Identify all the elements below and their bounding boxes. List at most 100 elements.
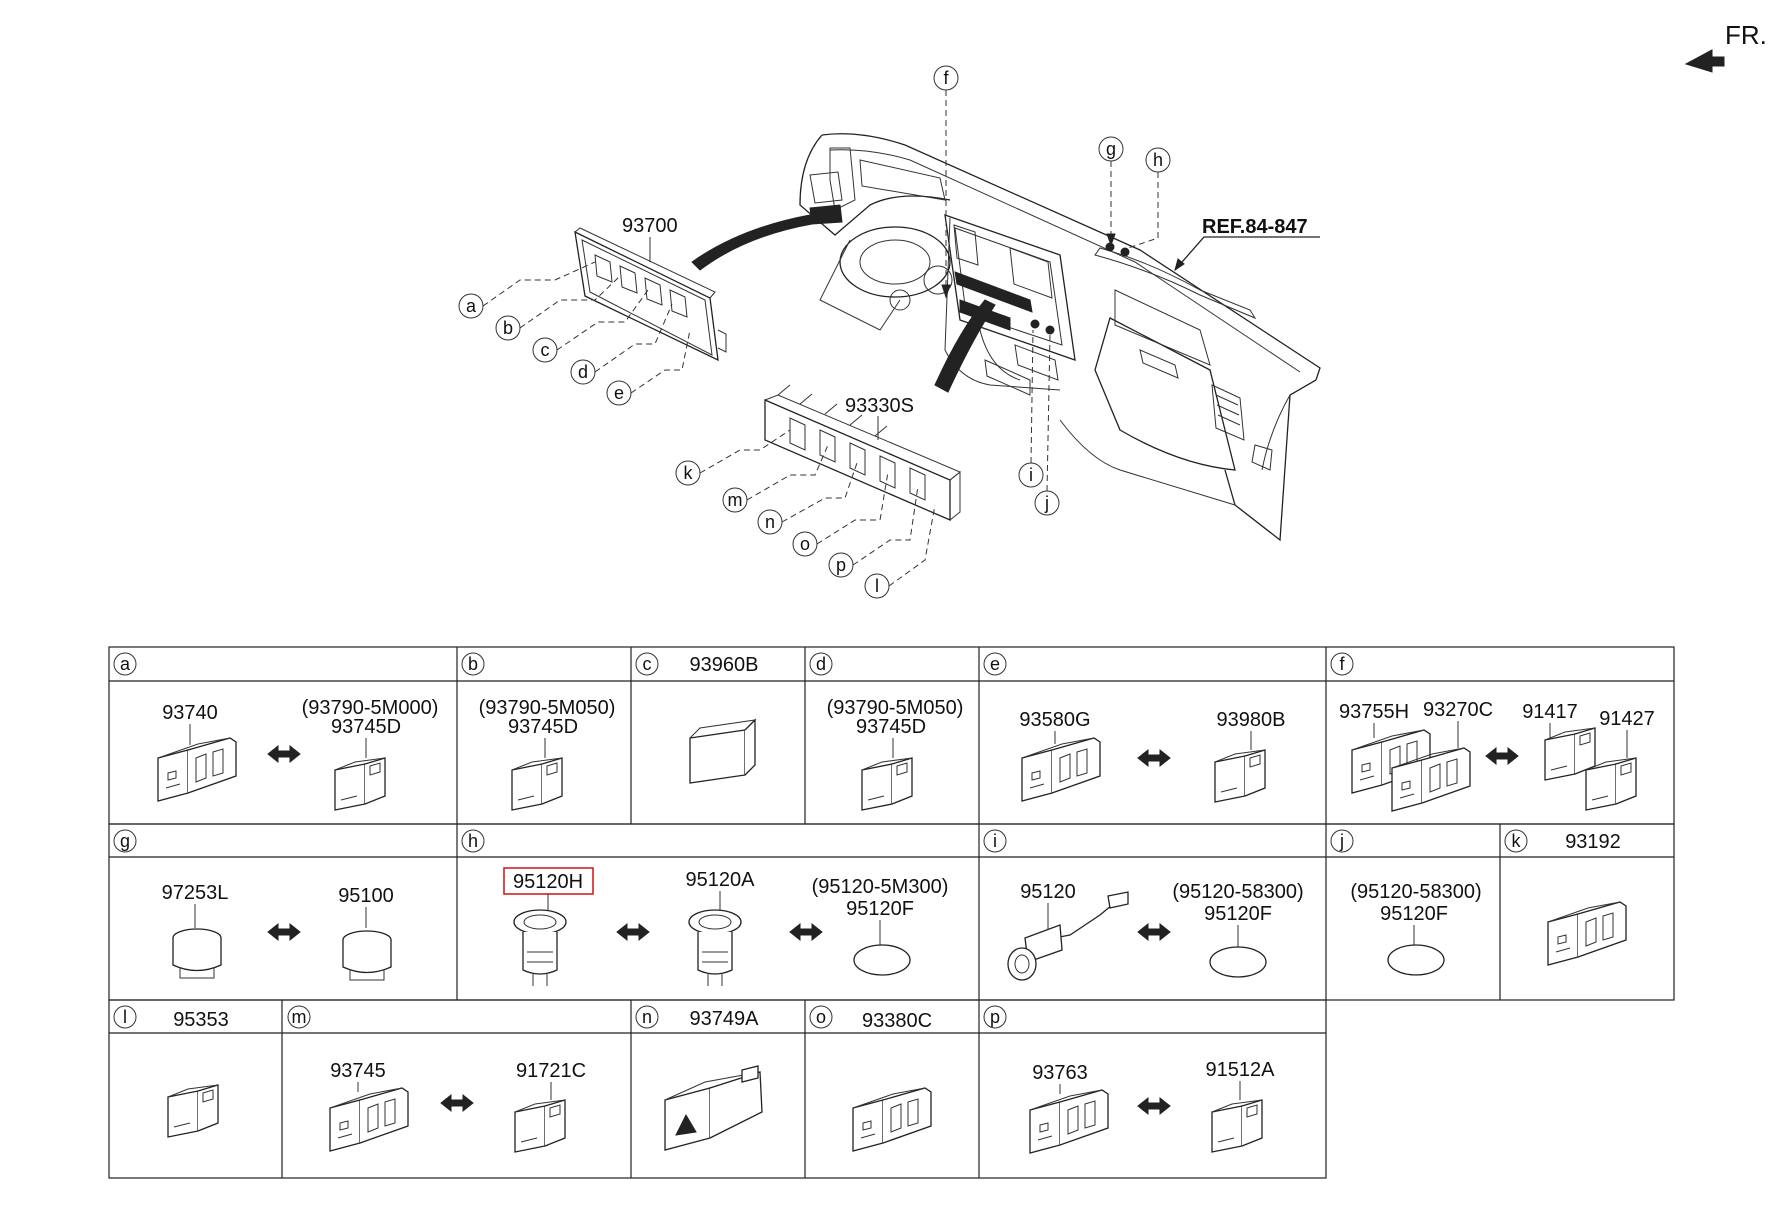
- callout-g: g: [1106, 139, 1116, 159]
- cell-h: h 95120H 95120A (95120-5M300) 95120F: [461, 829, 949, 987]
- front-direction-indicator: FR.: [1684, 20, 1767, 73]
- cell-letter: o: [816, 1007, 826, 1027]
- part-number: 93270C: [1423, 699, 1493, 721]
- switch-panel-93700: 93700: [574, 215, 727, 362]
- cell-letter: d: [816, 654, 826, 674]
- part-number: 93192: [1565, 831, 1621, 853]
- part-number: 97253L: [162, 882, 229, 904]
- parts-table-grid: [108, 646, 1675, 1179]
- callout-j: j: [1044, 493, 1049, 513]
- part-number: 93960B: [690, 654, 759, 676]
- pointer-arrow-lower: [934, 299, 996, 393]
- cell-i: i 95120 (95120-58300) 95120F: [983, 829, 1304, 981]
- part-number: 93740: [162, 702, 218, 724]
- interchange-arrow-icon: [440, 1093, 474, 1113]
- cell-n: n 93749A: [635, 1005, 763, 1151]
- part-number: 95353: [173, 1009, 229, 1031]
- cell-letter: f: [1339, 654, 1345, 674]
- cell-l: l 95353: [113, 1005, 229, 1138]
- callout-b: b: [503, 318, 513, 338]
- callouts-upper: a b c d e: [458, 261, 691, 406]
- cell-k: k 93192: [1504, 829, 1627, 966]
- cell-d: d (93790-5M050) 93745D: [809, 652, 964, 811]
- callout-k: k: [684, 463, 694, 483]
- part-number-highlighted: 95120H: [513, 871, 583, 893]
- interchange-arrow-icon: [267, 744, 301, 764]
- interchange-arrow-icon: [267, 922, 301, 942]
- cell-letter: g: [120, 831, 130, 851]
- switch-panel-93330S: 93330S: [764, 384, 961, 521]
- callout-h: h: [1153, 150, 1163, 170]
- part-number: 93745D: [856, 716, 926, 738]
- cell-g: g 97253L 95100: [113, 829, 394, 981]
- part-number: (93790-5M050): [479, 697, 616, 719]
- part-number: 91721C: [516, 1060, 586, 1082]
- callout-d: d: [578, 362, 588, 382]
- cell-e: e 93580G 93980B: [983, 652, 1286, 803]
- cell-j: j (95120-58300) 95120F: [1330, 829, 1482, 976]
- cell-letter: n: [642, 1007, 652, 1027]
- part-number: (95120-58300): [1350, 881, 1481, 903]
- cell-letter: p: [990, 1007, 1000, 1027]
- cell-letter: i: [993, 831, 997, 851]
- part-number: 95120F: [1380, 903, 1448, 925]
- cell-letter: h: [468, 831, 478, 851]
- part-number: 93980B: [1217, 709, 1286, 731]
- cell-c: c 93960B: [635, 652, 759, 784]
- cell-p: p 93763 91512A: [983, 1005, 1276, 1154]
- reference-label: REF.84-847: [1202, 216, 1308, 238]
- cell-b: b (93790-5M050) 93745D: [461, 652, 616, 811]
- cell-letter: m: [292, 1007, 307, 1027]
- interchange-arrow-icon: [1485, 746, 1519, 766]
- cell-letter: j: [1339, 831, 1344, 851]
- part-number: (93790-5M000): [302, 697, 439, 719]
- callout-f: f: [943, 68, 949, 88]
- cell-letter: a: [120, 654, 131, 674]
- part-number: 95120F: [1204, 903, 1272, 925]
- interchange-arrow-icon: [616, 922, 650, 942]
- part-number: 93380C: [862, 1010, 932, 1032]
- part-number: 93580G: [1019, 709, 1090, 731]
- part-number: 95100: [338, 885, 394, 907]
- part-number: 95120A: [686, 869, 756, 891]
- dashboard-illustration: [799, 133, 1321, 542]
- arrow-icon: [1684, 49, 1725, 73]
- callouts-lower: k m n o p l: [675, 429, 936, 599]
- callouts-dashboard: f g h i j: [933, 65, 1171, 516]
- callout-a: a: [466, 296, 477, 316]
- callout-i: i: [1029, 465, 1033, 485]
- part-number: 95120: [1020, 881, 1076, 903]
- cell-letter: c: [643, 654, 652, 674]
- callout-p: p: [836, 555, 846, 575]
- part-number: (95120-5M300): [812, 876, 949, 898]
- part-number: 93763: [1032, 1062, 1088, 1084]
- part-number: 91427: [1599, 708, 1655, 730]
- callout-c: c: [541, 340, 550, 360]
- part-number: 93745D: [331, 716, 401, 738]
- interchange-arrow-icon: [1137, 922, 1171, 942]
- callout-n: n: [765, 512, 775, 532]
- cell-letter: e: [990, 654, 1000, 674]
- part-number: 91417: [1522, 701, 1578, 723]
- front-label: FR.: [1725, 20, 1767, 50]
- interchange-arrow-icon: [1137, 748, 1171, 768]
- cell-f: f 93755H 93270C 91417 91427: [1330, 652, 1655, 812]
- part-number: 93745: [330, 1060, 386, 1082]
- hazard-triangle-icon: [675, 1113, 697, 1136]
- part-number: 93745D: [508, 716, 578, 738]
- cell-letter: b: [468, 654, 478, 674]
- callout-o: o: [800, 534, 810, 554]
- part-number: 91512A: [1206, 1059, 1276, 1081]
- cell-letter: l: [123, 1007, 127, 1027]
- part-number: (95120-58300): [1172, 881, 1303, 903]
- cell-o: o 93380C: [809, 1005, 932, 1152]
- assembly-lower-label: 93330S: [845, 395, 914, 417]
- cell-a: a 93740 (93790-5M000) 93745D: [113, 652, 439, 811]
- assembly-upper-label: 93700: [622, 215, 678, 237]
- reference-callout: REF.84-847: [1174, 216, 1320, 272]
- part-number: 93749A: [690, 1008, 760, 1030]
- callout-m: m: [728, 490, 743, 510]
- part-number: (93790-5M050): [827, 697, 964, 719]
- callout-l: l: [875, 576, 879, 596]
